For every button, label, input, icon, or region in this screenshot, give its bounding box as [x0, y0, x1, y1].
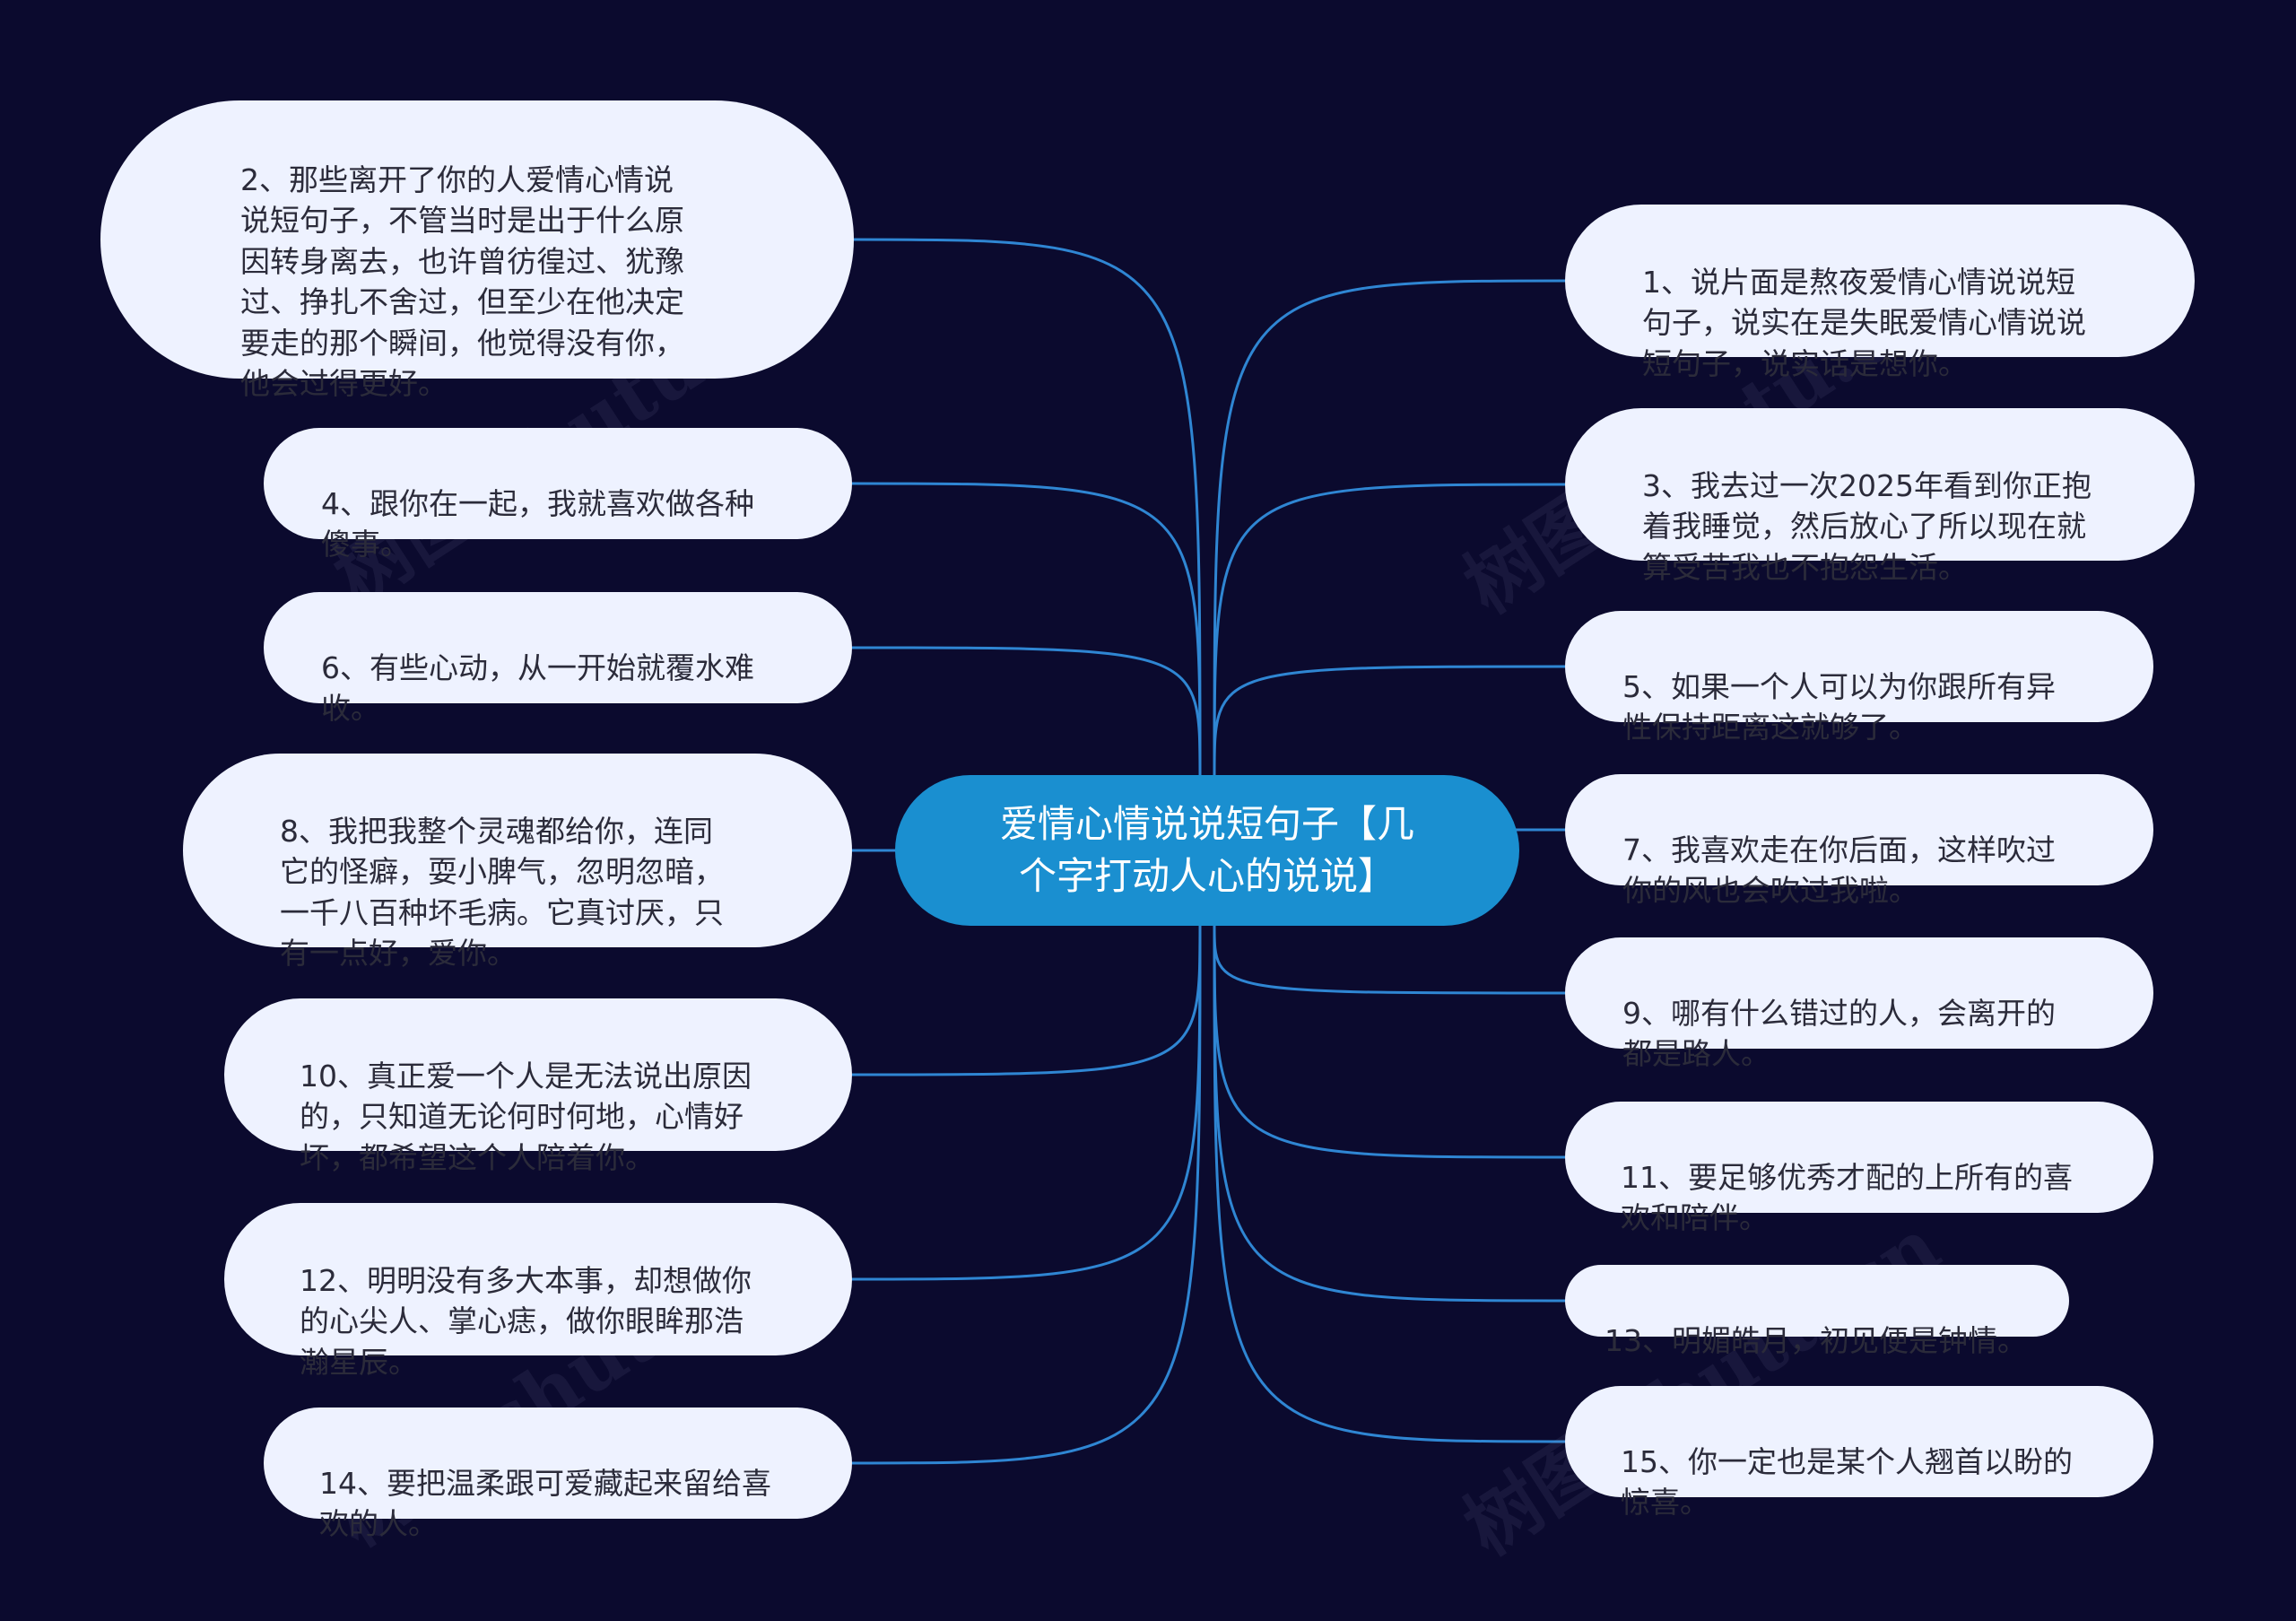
connector-line-n5: [1213, 665, 1566, 776]
central-topic[interactable]: 爱情心情说说短句子【几 个字打动人心的说说】: [895, 775, 1519, 926]
connector-line-n6: [851, 646, 1202, 776]
branch-node-label: 7、我喜欢走在你后面，这样吹过 你的风也会吹过我啦。: [1622, 832, 2056, 909]
branch-node-label: 9、哪有什么错过的人，会离开的 都是路人。: [1622, 995, 2056, 1072]
connector-line-n9: [1213, 925, 1566, 995]
branch-node-1[interactable]: 1、说片面是熬夜爱情心情说说短 句子，说实在是失眠爱情心情说说 短句子，说实话是…: [1565, 205, 2195, 381]
branch-node-label: 13、明媚皓月，初见便是钟情。: [1605, 1322, 2027, 1358]
branch-node-2[interactable]: 2、那些离开了你的人爱情心情说 说短句子，不管当时是出于什么原 因转身离去，也许…: [100, 100, 854, 401]
branch-node-label: 15、你一定也是某个人翘首以盼的 惊喜。: [1621, 1443, 2073, 1521]
branch-node-4[interactable]: 4、跟你在一起，我就喜欢做各种 傻事。: [264, 428, 852, 562]
connector-line-n12: [851, 925, 1202, 1281]
connector-line-n11: [1213, 925, 1566, 1159]
branch-node-13[interactable]: 13、明媚皓月，初见便是钟情。: [1565, 1265, 2069, 1358]
connector-line-n4: [851, 482, 1202, 776]
branch-node-7[interactable]: 7、我喜欢走在你后面，这样吹过 你的风也会吹过我啦。: [1565, 774, 2153, 908]
branch-node-label: 14、要把温柔跟可爱藏起来留给喜 欢的人。: [319, 1465, 771, 1542]
branch-node-label: 1、说片面是熬夜爱情心情说说短 句子，说实在是失眠爱情心情说说 短句子，说实话是…: [1642, 264, 2086, 381]
central-topic-label: 爱情心情说说短句子【几 个字打动人心的说说】: [999, 802, 1414, 898]
connector-line-n14: [851, 925, 1202, 1465]
branch-node-9[interactable]: 9、哪有什么错过的人，会离开的 都是路人。: [1565, 937, 2153, 1071]
connector-line-n1: [1213, 279, 1566, 776]
branch-node-label: 6、有些心动，从一开始就覆水难 收。: [321, 649, 754, 727]
branch-node-10[interactable]: 10、真正爱一个人是无法说出原因 的，只知道无论何时何地，心情好 坏，都希望这个…: [224, 998, 852, 1175]
branch-node-15[interactable]: 15、你一定也是某个人翘首以盼的 惊喜。: [1565, 1386, 2153, 1520]
branch-node-label: 5、如果一个人可以为你跟所有异 性保持距离这就够了。: [1622, 668, 2056, 745]
branch-node-label: 8、我把我整个灵魂都给你，连同 它的怪癖，耍小脾气，忽明忽暗， 一千八百种坏毛病…: [280, 813, 724, 972]
connector-line-n2: [853, 238, 1202, 776]
connector-line-n13: [1213, 925, 1566, 1303]
branch-node-8[interactable]: 8、我把我整个灵魂都给你，连同 它的怪癖，耍小脾气，忽明忽暗， 一千八百种坏毛病…: [183, 754, 852, 971]
branch-node-label: 3、我去过一次2025年看到你正抱 着我睡觉，然后放心了所以现在就 算受苦我也不…: [1642, 467, 2092, 585]
branch-node-6[interactable]: 6、有些心动，从一开始就覆水难 收。: [264, 592, 852, 726]
branch-node-12[interactable]: 12、明明没有多大本事，却想做你 的心尖人、掌心痣，做你眼眸那浩 瀚星辰。: [224, 1203, 852, 1380]
branch-node-11[interactable]: 11、要足够优秀才配的上所有的喜 欢和陪伴。: [1565, 1102, 2153, 1235]
branch-node-label: 12、明明没有多大本事，却想做你 的心尖人、掌心痣，做你眼眸那浩 瀚星辰。: [300, 1262, 752, 1380]
branch-node-label: 10、真正爱一个人是无法说出原因 的，只知道无论何时何地，心情好 坏，都希望这个…: [300, 1058, 752, 1175]
branch-node-14[interactable]: 14、要把温柔跟可爱藏起来留给喜 欢的人。: [264, 1407, 852, 1541]
connector-line-n10: [851, 925, 1202, 1076]
branch-node-5[interactable]: 5、如果一个人可以为你跟所有异 性保持距离这就够了。: [1565, 611, 2153, 745]
branch-node-label: 2、那些离开了你的人爱情心情说 说短句子，不管当时是出于什么原 因转身离去，也许…: [240, 161, 684, 402]
branch-node-label: 11、要足够优秀才配的上所有的喜 欢和陪伴。: [1621, 1159, 2073, 1236]
connector-line-n15: [1213, 925, 1566, 1443]
connector-line-n3: [1213, 483, 1566, 776]
branch-node-3[interactable]: 3、我去过一次2025年看到你正抱 着我睡觉，然后放心了所以现在就 算受苦我也不…: [1565, 408, 2195, 585]
branch-node-label: 4、跟你在一起，我就喜欢做各种 傻事。: [321, 485, 754, 562]
